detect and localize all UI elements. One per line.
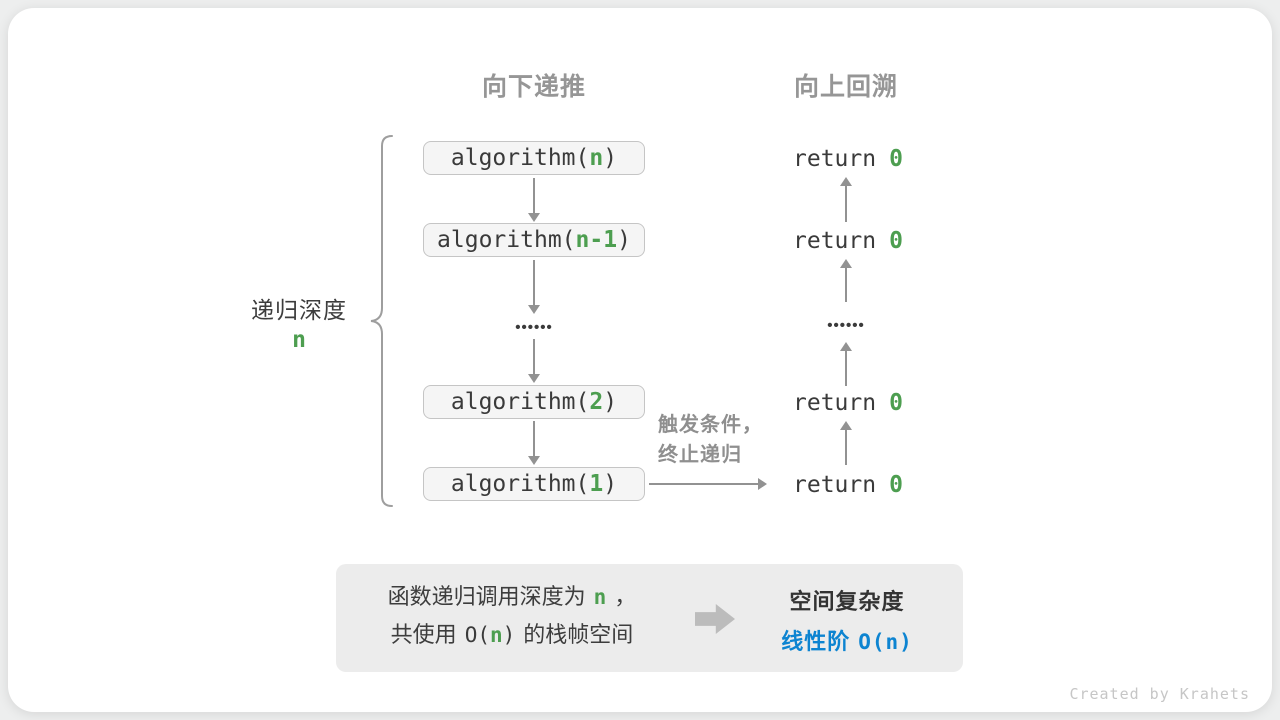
ellipsis-down-column: •••••• [515,319,553,336]
call-box-2: algorithm(2) [423,385,645,419]
trigger-note: 触发条件， 终止递归 [658,410,763,470]
call-fn-close: ) [603,389,618,415]
call-fn-open: algorithm( [450,145,590,171]
arrow-up-3 [840,342,852,386]
return-row-4: return 0 [748,470,948,498]
call-arg: n [589,145,604,171]
return-keyword: return [793,472,877,498]
arrow-up-2 [840,259,852,302]
arrow-down-2 [528,260,540,314]
trigger-note-line1: 触发条件， [658,414,763,436]
header-downward-recursion: 向下递推 [481,73,586,101]
arrow-down-1 [528,178,540,222]
header-upward-backtrack: 向上回溯 [793,73,898,101]
summary-line1-text: 函数递归调用深度为 [387,584,586,609]
watermark: Created by Krahets [1069,685,1250,703]
call-fn-close: ) [617,227,631,253]
result-title: 空间复杂度 [789,589,905,614]
call-arg: n-1 [575,227,618,253]
call-box-n-1: algorithm(n-1) [423,223,645,257]
summary-box [336,564,963,672]
call-fn-open: algorithm( [450,389,590,415]
summary-line1-comma: ， [614,584,637,609]
summary-line2-tail: 的栈帧空间 [523,622,634,647]
summary-line2-n: n [489,623,503,647]
return-value: 0 [889,146,903,172]
return-value: 0 [889,472,903,498]
diagram-card: 向下递推 向上回溯 递归深度 n algorithm(n) algorithm(… [8,8,1272,712]
summary-line1-n: n [593,585,607,609]
return-keyword: return [793,146,877,172]
call-fn-close: ) [603,145,618,171]
result-order-name: 线性阶 [781,629,851,654]
return-value: 0 [889,228,903,254]
arrow-base-case [649,478,767,490]
depth-brace [370,135,393,507]
call-arg: 1 [589,471,604,497]
summary-line1: 函数递归调用深度为 n ， [344,578,680,616]
return-keyword: return [793,390,877,416]
depth-value: n [223,326,375,353]
depth-label: 递归深度 [251,297,347,323]
arrow-up-4 [840,421,852,465]
call-box-n: algorithm(n) [423,141,645,175]
result-value: 线性阶 O(n) [737,624,957,656]
summary-big-o-open: O( [464,623,490,647]
depth-n-text: n [292,327,306,353]
summary-big-o-close: ) [502,623,516,647]
trigger-note-line2: 终止递归 [658,444,742,466]
arrow-down-3 [528,339,540,383]
call-fn-open: algorithm( [437,227,576,253]
result-big-o: O(n) [858,630,913,654]
return-keyword: return [793,228,877,254]
summary-line2: 共使用 O(n) 的栈帧空间 [344,616,680,654]
arrow-up-1 [840,177,852,222]
return-row-2: return 0 [748,226,948,254]
return-row-1: return 0 [748,144,948,172]
call-fn-open: algorithm( [450,471,590,497]
ellipsis-up-column: •••••• [827,317,865,334]
return-row-3: return 0 [748,388,948,416]
call-arg: 2 [589,389,604,415]
summary-line2-text: 共使用 [390,622,457,647]
summary-result: 空间复杂度 线性阶 O(n) [737,584,957,656]
call-fn-close: ) [603,471,618,497]
return-value: 0 [889,390,903,416]
call-box-1: algorithm(1) [423,467,645,501]
arrow-down-4 [528,421,540,465]
